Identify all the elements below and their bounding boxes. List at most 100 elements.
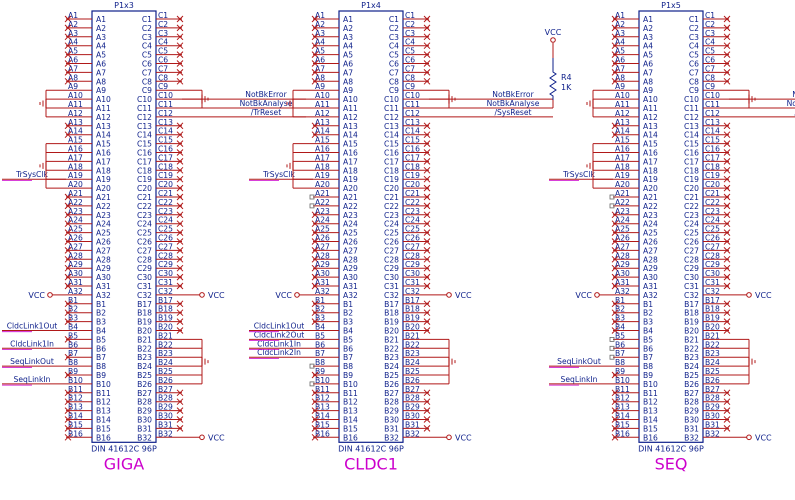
- no-connect-marker: [723, 166, 731, 174]
- pin-label-right: C22: [705, 198, 720, 207]
- no-connect-marker: [423, 166, 431, 174]
- no-connect-marker: [723, 211, 731, 219]
- pin-label-right: C26: [405, 234, 420, 243]
- pin-label-left: A28: [315, 251, 330, 260]
- pin-inner-label-left: A15: [343, 140, 358, 149]
- net-label: SeqLinkOut: [557, 357, 601, 366]
- pin-label-left: A17: [315, 153, 330, 162]
- pin-label-left: A21: [615, 189, 630, 198]
- pin-label-left: A31: [68, 278, 83, 287]
- pin-label-left: A6: [68, 56, 78, 65]
- pin-inner-label-right: C28: [684, 255, 699, 264]
- pin-inner-label-right: B21: [137, 335, 152, 344]
- pin-inner-label-left: B16: [343, 433, 358, 442]
- pin-label-left: A7: [315, 64, 325, 73]
- pin-label-left: A2: [315, 20, 325, 29]
- no-connect-marker: [176, 309, 184, 317]
- pin-label-left: B16: [68, 429, 83, 438]
- pin-label-right: C31: [405, 278, 420, 287]
- pin-label-right: B26: [705, 376, 720, 385]
- pin-inner-label-left: B10: [343, 380, 358, 389]
- vcc-label: VCC: [545, 28, 562, 37]
- pin-inner-label-right: C2: [689, 24, 699, 33]
- pin-inner-label-left: A5: [643, 51, 653, 60]
- pin-inner-label-right: C18: [137, 166, 152, 175]
- pin-label-left: A6: [315, 56, 325, 65]
- ground-symbol: [448, 94, 456, 104]
- no-connect-marker: [64, 247, 72, 254]
- no-connect-marker: [723, 77, 731, 85]
- pin-inner-label-right: C30: [137, 273, 152, 282]
- no-connect-marker: [311, 433, 319, 441]
- pin-inner-label-right: C32: [137, 291, 152, 300]
- no-connect-marker: [723, 51, 731, 58]
- pin-label-right: B25: [705, 367, 720, 376]
- pin-inner-label-right: B31: [137, 424, 152, 433]
- no-connect-marker: [723, 398, 731, 406]
- pin-label-left: A14: [315, 127, 330, 136]
- no-connect-marker: [423, 282, 431, 290]
- pin-inner-label-right: C6: [389, 60, 399, 69]
- no-connect-marker: [611, 327, 619, 334]
- resistor-body: [549, 58, 557, 100]
- pin-inner-label-left: A32: [96, 291, 111, 300]
- pin-label-right: B32: [705, 429, 720, 438]
- pin-label-right: B18: [405, 305, 420, 314]
- pin-label-left: B5: [615, 331, 625, 340]
- no-connect-marker: [611, 433, 619, 441]
- pin-inner-label-left: A31: [96, 282, 111, 291]
- pin-inner-label-left: B5: [643, 335, 653, 344]
- pin-label-right: B24: [705, 358, 720, 367]
- pin-inner-label-right: C23: [684, 211, 699, 220]
- pin-inner-label-right: C20: [384, 184, 399, 193]
- vcc-power-symbol: VCC: [275, 291, 300, 300]
- no-connect-marker: [311, 309, 319, 317]
- pin-label-right: C20: [705, 180, 720, 189]
- net-label: /TrReset: [251, 108, 281, 117]
- pin-label-left: A3: [68, 29, 78, 38]
- pin-inner-label-right: C16: [384, 149, 399, 158]
- pin-label-right: C32: [705, 287, 720, 296]
- net-label: NotBkError: [245, 90, 287, 99]
- no-connect-marker: [423, 175, 431, 183]
- pin-inner-label-right: C4: [389, 42, 399, 51]
- no-connect-marker: [423, 238, 431, 245]
- pin-label-right: B18: [158, 305, 173, 314]
- ground-symbol: [748, 94, 756, 104]
- pin-inner-label-left: B12: [643, 398, 658, 407]
- no-connect-marker: [311, 371, 319, 379]
- no-connect-marker: [611, 398, 619, 406]
- pin-label-left: A19: [615, 171, 630, 180]
- no-connect-marker: [64, 131, 72, 139]
- ground-symbol: [201, 357, 209, 367]
- pin-label-right: C31: [158, 278, 173, 287]
- no-connect-marker: [423, 202, 431, 210]
- pin-inner-label-left: B8: [96, 362, 106, 371]
- pin-label-left: B10: [68, 376, 83, 385]
- no-connect-marker: [723, 255, 731, 263]
- pin-label-left: B4: [315, 323, 325, 332]
- pin-label-right: C16: [705, 145, 720, 154]
- pin-inner-label-right: C9: [689, 86, 699, 95]
- pin-label-right: C4: [705, 38, 715, 47]
- pin-inner-label-left: A19: [643, 175, 658, 184]
- pin-label-right: B23: [405, 349, 420, 358]
- pin-inner-label-right: B23: [684, 353, 699, 362]
- pin-inner-label-right: C21: [384, 193, 399, 202]
- pin-inner-label-right: C24: [137, 220, 152, 229]
- pin-label-left: A3: [615, 29, 625, 38]
